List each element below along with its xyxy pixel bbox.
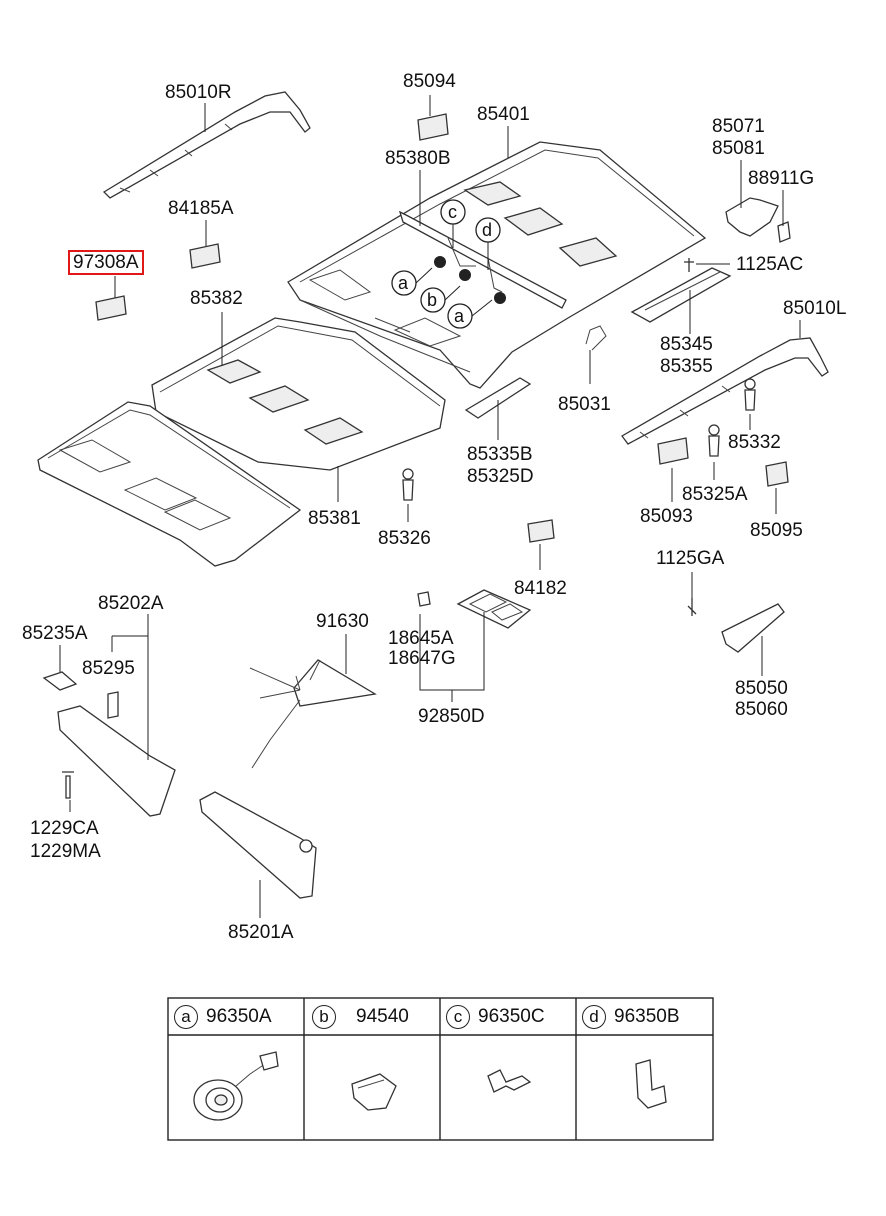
label-92850d[interactable]: 92850D: [418, 706, 485, 727]
bolt-1125ac: [684, 258, 694, 272]
pad-84182: [527, 519, 555, 543]
headliner-lower: [37, 401, 302, 567]
roof-rail-bar: [398, 210, 567, 309]
trim-strip-85335b: [464, 377, 532, 419]
bracket-96350c-icon: [487, 1069, 532, 1093]
legend-part-d: 96350B: [614, 1006, 680, 1028]
label-18645a[interactable]: 18645A: [388, 628, 454, 649]
label-85094[interactable]: 85094: [403, 71, 456, 92]
bolt-1125ga: [687, 598, 697, 616]
trim-strip-85345: [630, 267, 732, 323]
label-85081[interactable]: 85081: [712, 138, 765, 159]
clip-88911g: [777, 221, 791, 243]
label-85401[interactable]: 85401: [477, 104, 530, 125]
svg-text:b: b: [427, 290, 437, 310]
label-85380b[interactable]: 85380B: [385, 148, 451, 169]
label-85031[interactable]: 85031: [558, 394, 611, 415]
label-85201a[interactable]: 85201A: [228, 922, 294, 943]
legend-cell-c[interactable]: c 96350C: [446, 1005, 545, 1029]
svg-text:c: c: [448, 202, 457, 222]
legend-cell-b[interactable]: b 94540: [312, 1005, 409, 1029]
legend-letter-b: b: [312, 1005, 336, 1029]
label-85093[interactable]: 85093: [640, 506, 693, 527]
clip-85325a: [708, 424, 720, 457]
label-88911g[interactable]: 88911G: [748, 168, 815, 189]
callout-d-top: d: [475, 217, 501, 243]
label-85010l[interactable]: 85010L: [783, 298, 847, 319]
label-85382[interactable]: 85382: [190, 288, 243, 309]
screw-1229ca: [62, 771, 74, 799]
pad-85093: [657, 437, 689, 465]
legend-letter-d: d: [582, 1005, 606, 1029]
label-85071[interactable]: 85071: [712, 116, 765, 137]
svg-text:d: d: [482, 220, 492, 240]
label-84185a[interactable]: 84185A: [168, 198, 234, 219]
label-1229ca[interactable]: 1229CA: [30, 818, 99, 839]
legend-part-b: 94540: [356, 1006, 409, 1028]
legend-table-lines: [167, 997, 714, 1141]
sunvisor-85201a: [199, 791, 317, 899]
label-85295[interactable]: 85295: [82, 658, 135, 679]
leader-lines: [59, 95, 801, 918]
roof-airbag-right: [102, 91, 311, 199]
label-85050[interactable]: 85050: [735, 678, 788, 699]
label-84182[interactable]: 84182: [514, 578, 567, 599]
label-85010r[interactable]: 85010R: [165, 82, 232, 103]
label-85355[interactable]: 85355: [660, 356, 713, 377]
speaker-icon: [193, 1051, 279, 1121]
pad-85094: [417, 113, 449, 141]
legend-cell-d[interactable]: d 96350B: [582, 1005, 680, 1029]
roof-airbag-left: [621, 337, 829, 445]
label-1125ac[interactable]: 1125AC: [736, 254, 804, 275]
label-97308a-highlighted[interactable]: 97308A: [68, 250, 144, 275]
legend-letter-c: c: [446, 1005, 470, 1029]
room-lamp-92850d: [456, 589, 532, 629]
legend-letter-a: a: [174, 1005, 198, 1029]
label-85202a[interactable]: 85202A: [98, 593, 164, 614]
callout-a-right: a: [447, 303, 473, 329]
label-85345[interactable]: 85345: [660, 334, 713, 355]
legend-part-c: 96350C: [478, 1006, 545, 1028]
label-85325a[interactable]: 85325A: [682, 484, 748, 505]
clip-85332: [744, 378, 756, 411]
clip-94540-icon: [351, 1073, 397, 1111]
legend-cell-a[interactable]: a 96350A: [174, 1005, 272, 1029]
bracket-85071: [725, 197, 779, 237]
label-85335b[interactable]: 85335B: [467, 444, 533, 465]
label-1229ma[interactable]: 1229MA: [30, 841, 101, 862]
wiring-harness-91630: [249, 659, 377, 769]
clip-85326: [402, 468, 414, 501]
label-91630[interactable]: 91630: [316, 611, 369, 632]
sunvisor-85202a: [42, 671, 176, 817]
pad-84185a: [189, 243, 221, 269]
label-1125ga[interactable]: 1125GA: [656, 548, 725, 569]
callout-c-top: c: [440, 199, 466, 225]
harness-85031: [585, 325, 607, 351]
pad-85095: [765, 461, 789, 487]
label-85235a[interactable]: 85235A: [22, 623, 88, 644]
svg-text:a: a: [398, 273, 409, 293]
headliner-middle: [151, 317, 446, 471]
bulb-18645a: [417, 591, 431, 607]
bracket-96350b-icon: [635, 1059, 667, 1109]
label-85060[interactable]: 85060: [735, 699, 788, 720]
pad-97308a: [95, 295, 127, 321]
label-85332[interactable]: 85332: [728, 432, 781, 453]
callout-b: b: [420, 287, 446, 313]
label-18647g[interactable]: 18647G: [388, 648, 456, 669]
bracket-85050: [721, 603, 785, 653]
label-85325d[interactable]: 85325D: [467, 466, 534, 487]
label-85095[interactable]: 85095: [750, 520, 803, 541]
label-85326[interactable]: 85326: [378, 528, 431, 549]
legend-part-a: 96350A: [206, 1006, 272, 1028]
label-85381[interactable]: 85381: [308, 508, 361, 529]
svg-text:a: a: [454, 306, 465, 326]
callout-a-left: a: [391, 270, 417, 296]
callout-markers: c d a b a: [391, 199, 501, 329]
